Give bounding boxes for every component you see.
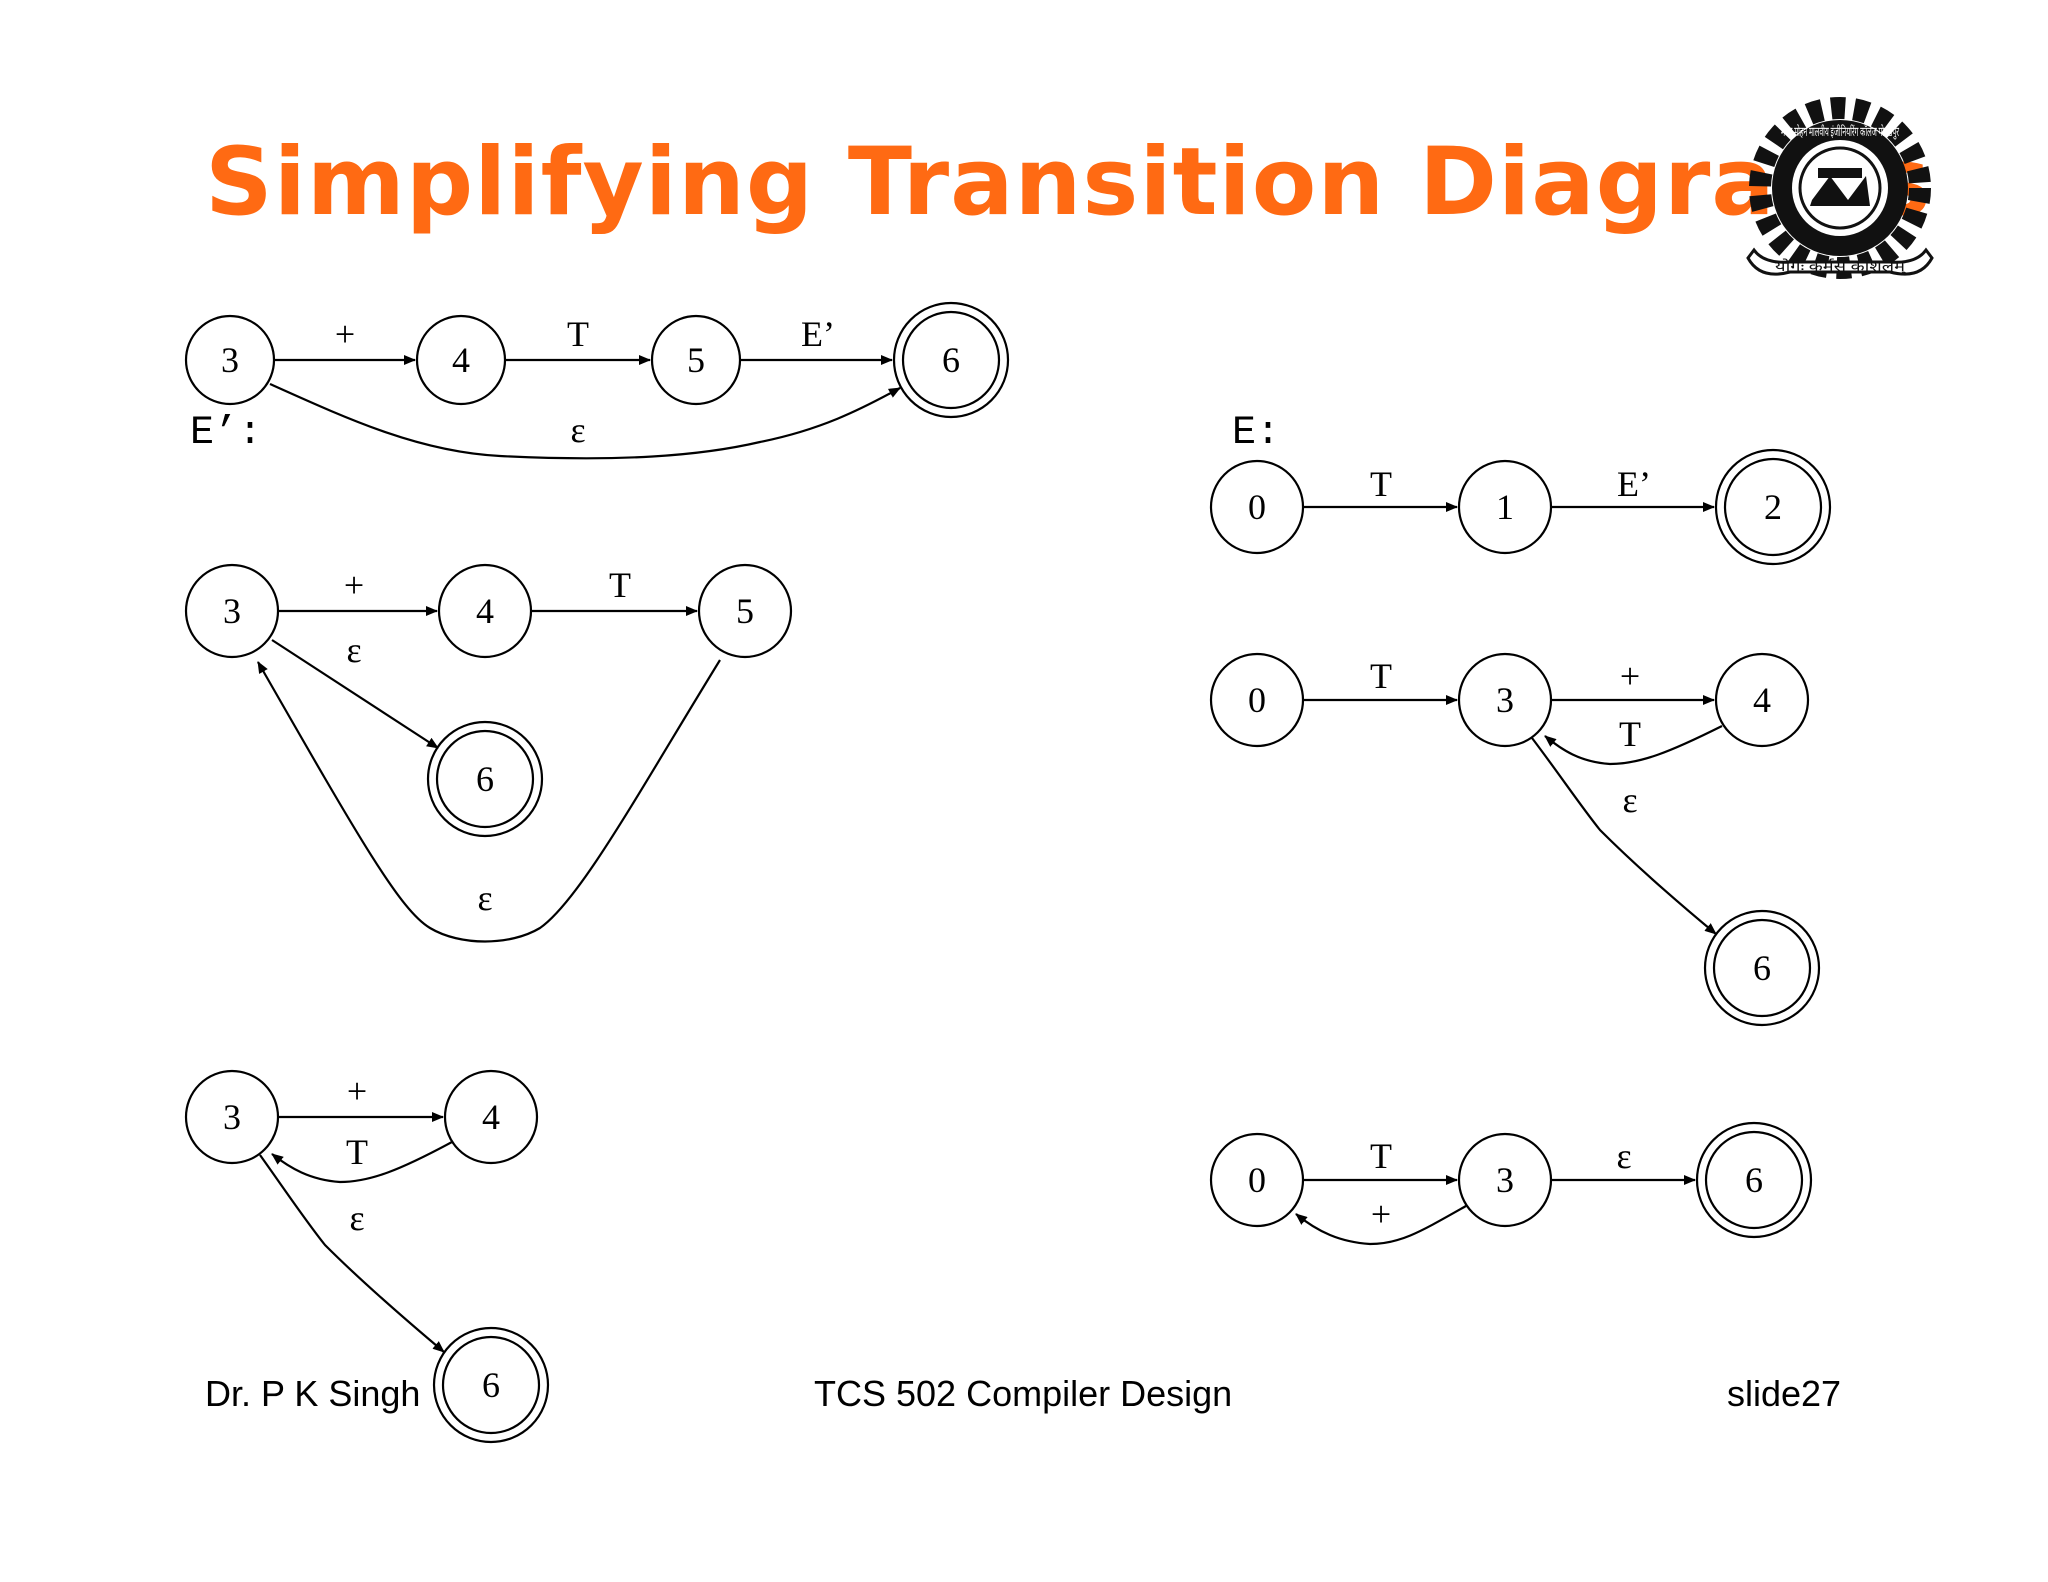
accepting-state: 6 <box>476 759 494 799</box>
edge-label: T <box>1370 1136 1392 1176</box>
state: 0 <box>1248 487 1266 527</box>
seal-motto: योगः कर्मसु कौशलम् <box>1775 258 1908 275</box>
footer-course: TCS 502 Compiler Design <box>814 1373 1233 1414</box>
state: 4 <box>482 1097 500 1137</box>
accepting-state: 6 <box>1745 1160 1763 1200</box>
state: 4 <box>476 591 494 631</box>
state: 5 <box>736 591 754 631</box>
nonterminal-e-prime-label: E’: <box>190 411 262 456</box>
edge-label: T <box>1370 464 1392 504</box>
accepting-state: 6 <box>482 1365 500 1405</box>
state: 4 <box>452 340 470 380</box>
edge-label: ε <box>346 630 361 670</box>
edge-label: ε <box>1622 780 1637 820</box>
state: 3 <box>223 591 241 631</box>
edge-label: ε <box>570 410 585 450</box>
edge-label: ε <box>477 878 492 918</box>
edge-label: T <box>609 565 631 605</box>
state: 5 <box>687 340 705 380</box>
state: 3 <box>221 340 239 380</box>
footer-slide-number: slide27 <box>1727 1373 1842 1414</box>
edge-label: T <box>1370 656 1392 696</box>
state: 0 <box>1248 1160 1266 1200</box>
edge-label: + <box>1620 656 1640 696</box>
nonterminal-e-label: E: <box>1232 411 1280 456</box>
edge-label: T <box>1619 714 1641 754</box>
state: 0 <box>1248 680 1266 720</box>
institute-seal-gear-icon: मदन मोहन मालवीय इंजीनियरिंग कॉलेज गोरखपु… <box>1746 97 1934 279</box>
accepting-state: 2 <box>1764 487 1782 527</box>
seal-text: मदन मोहन मालवीय इंजीनियरिंग कॉलेज गोरखपु… <box>1781 124 1899 140</box>
accepting-state: 6 <box>942 340 960 380</box>
state: 4 <box>1753 680 1771 720</box>
state: 3 <box>1496 680 1514 720</box>
edge-label: E’ <box>1617 464 1651 504</box>
edge-label: + <box>335 314 355 354</box>
state: 3 <box>1496 1160 1514 1200</box>
edge-label: T <box>346 1132 368 1172</box>
edge-label: + <box>1371 1194 1391 1234</box>
edge-label: ε <box>1616 1136 1631 1176</box>
edge-label: + <box>347 1071 367 1111</box>
edge-label: + <box>344 565 364 605</box>
edge-label: ε <box>349 1198 364 1238</box>
slide-title: Simplifying Transition Diagrams <box>205 128 1932 237</box>
accepting-state: 6 <box>1753 948 1771 988</box>
state: 1 <box>1496 487 1514 527</box>
edge-label: T <box>567 314 589 354</box>
footer-author: Dr. P K Singh <box>205 1373 421 1414</box>
state: 3 <box>223 1097 241 1137</box>
edge-label: E’ <box>801 314 835 354</box>
